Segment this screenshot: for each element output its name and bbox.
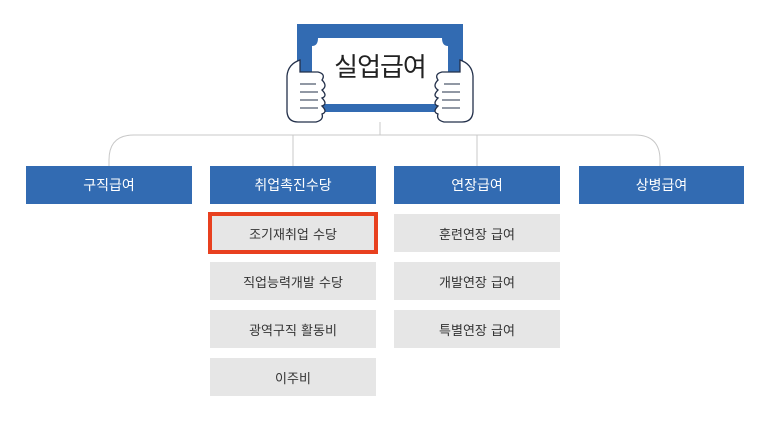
category-employment-promotion-allowance[interactable]: 취업촉진수당	[210, 166, 376, 204]
category-sickness-benefit[interactable]: 상병급여	[579, 166, 744, 204]
item-wide-area-job-search-expense[interactable]: 광역구직 활동비	[210, 310, 376, 348]
item-individual-extended-benefit[interactable]: 개발연장 급여	[394, 262, 560, 300]
certificate-held-by-hands-icon	[286, 24, 474, 123]
diagram-title: 실업급여	[334, 53, 427, 83]
category-job-seeking-benefit[interactable]: 구직급여	[26, 166, 192, 204]
item-relocation-expense[interactable]: 이주비	[210, 358, 376, 396]
item-training-extended-benefit[interactable]: 훈련연장 급여	[394, 214, 560, 252]
item-vocational-development-allowance[interactable]: 직업능력개발 수당	[210, 262, 376, 300]
item-early-reemployment-allowance[interactable]: 조기재취업 수당	[208, 212, 378, 254]
category-extended-benefit[interactable]: 연장급여	[394, 166, 560, 204]
item-special-extended-benefit[interactable]: 특별연장 급여	[394, 310, 560, 348]
tree-connector-lines	[108, 122, 661, 166]
